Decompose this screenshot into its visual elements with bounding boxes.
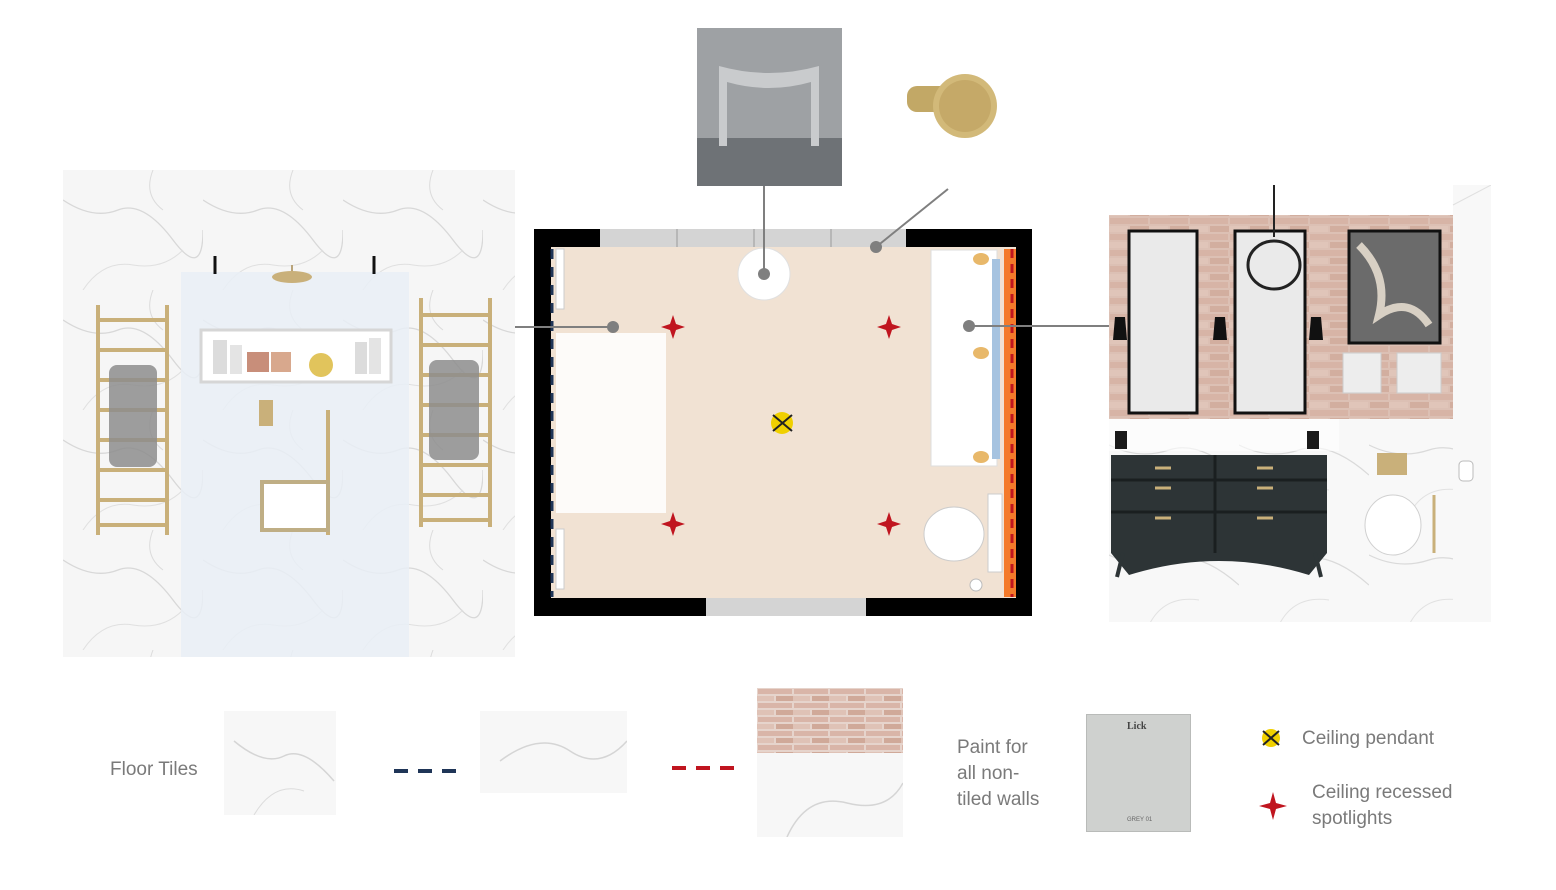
floor-tile-swatch [224,711,336,815]
paint-swatch-card: Lick GREY 01 [1086,714,1191,832]
spotlights-label-line-2: spotlights [1312,808,1393,829]
navy-dash-key [394,769,462,773]
red-dash-key [672,766,740,770]
paint-label-line-2: all non- [957,763,1020,784]
paint-label-line-3: tiled walls [957,789,1040,810]
wall-tile-swatch [480,711,627,793]
paint-label: Paint for all non- tiled walls [957,735,1039,813]
marble-swatch [757,753,903,837]
brick-swatch [757,688,903,753]
stool-image [697,28,842,186]
floor-plan [534,229,1032,616]
spotlights-label-line-1: Ceiling recessed [1312,782,1453,803]
vanity-elevation [1109,185,1491,622]
spotlights-label: Ceiling recessed spotlights [1312,780,1452,832]
ceiling-pendant-label: Ceiling pendant [1302,728,1435,749]
swatch-brand: Lick [1127,721,1147,732]
hook-image [903,72,999,142]
paint-label-line-1: Paint for [957,737,1028,758]
spotlight-icon [661,315,901,536]
pendant-legend-icon [1262,729,1280,747]
spotlight-legend-icon [1259,792,1287,820]
pendant-icon [771,412,793,434]
shower-elevation [63,170,515,657]
floor-tiles-label: Floor Tiles [110,759,198,780]
swatch-code: GREY 01 [1127,817,1153,823]
